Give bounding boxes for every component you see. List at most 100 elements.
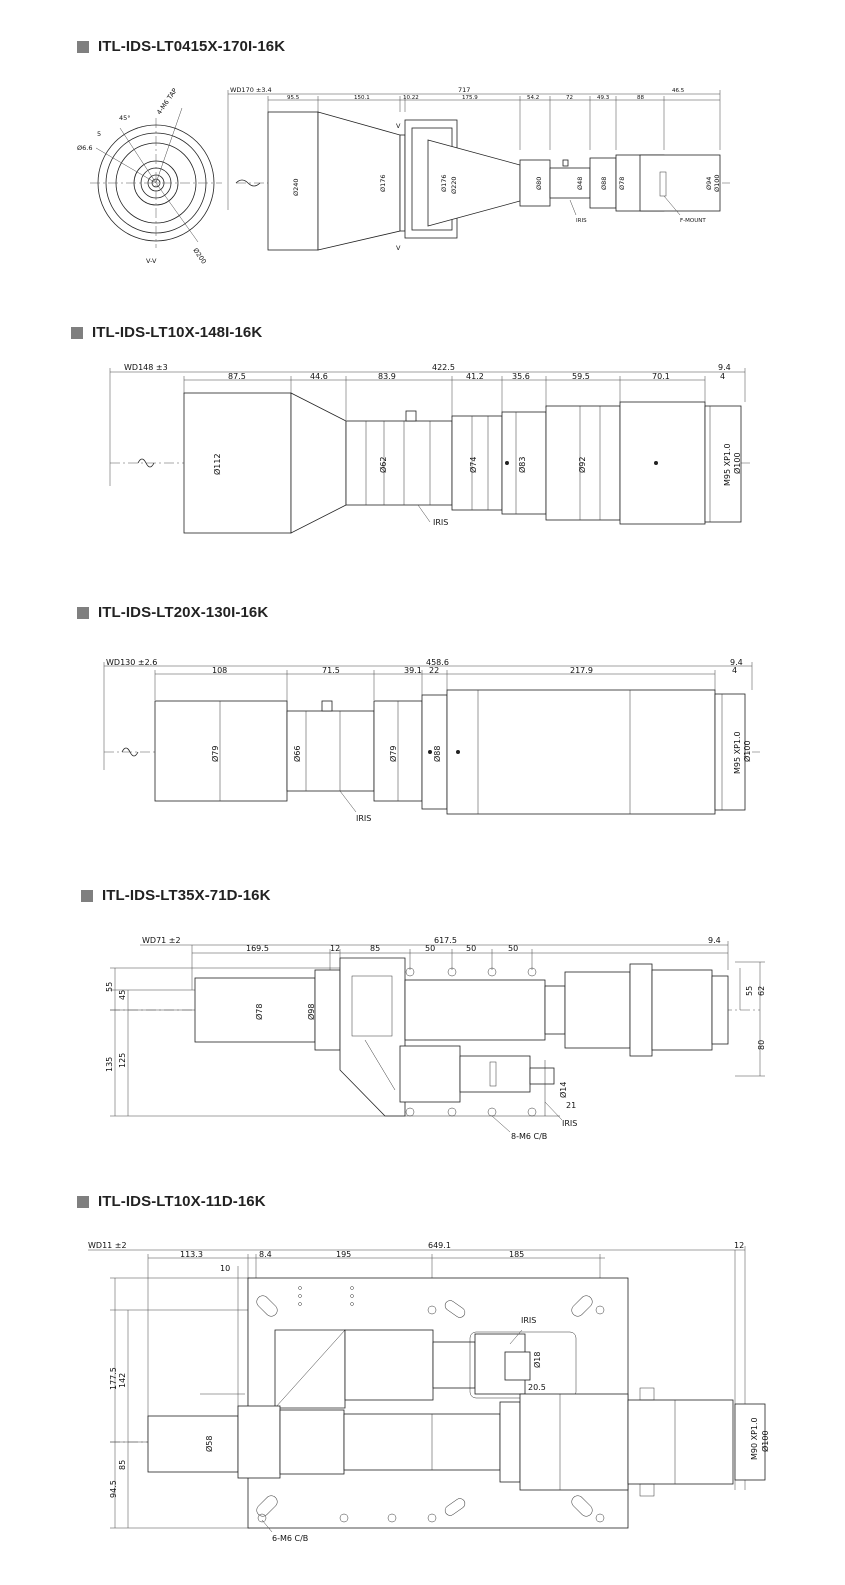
left-dim-label: 94.5 xyxy=(109,1480,118,1498)
diameter-label: Ø78 xyxy=(254,1004,264,1020)
section-title: ITL-IDS-LT10X-11D-16K xyxy=(98,1193,266,1210)
diameter-label: Ø176 xyxy=(440,174,448,192)
segment-label: 59.5 xyxy=(572,372,590,381)
section-view-label: V-V xyxy=(146,257,157,265)
bullet-square-icon xyxy=(77,606,89,619)
section-mark: V xyxy=(396,122,401,130)
segment-label: 175.9 xyxy=(462,95,478,101)
section-title-row: ITL-IDS-LT35X-71D-16K xyxy=(81,887,271,904)
section-mark: V xyxy=(396,244,401,252)
left-dim-label: 177.5 xyxy=(109,1367,118,1390)
segment-label: 39.1 xyxy=(404,666,422,675)
segment-label: 12 xyxy=(330,944,340,953)
segment-label: 54.2 xyxy=(527,95,539,101)
lens-drawing-lt0415x: 45° 4-M6 TAP Ø6.6 5 Ø200 V-V WD170 ±3.4 … xyxy=(77,86,730,266)
diameter-label: Ø240 xyxy=(292,178,300,196)
diameter-label: Ø58 xyxy=(204,1436,214,1452)
diameter-label: Ø98 xyxy=(306,1004,316,1020)
section-title: ITL-IDS-LT0415X-170I-16K xyxy=(98,38,286,55)
total-length-label: 717 xyxy=(458,86,470,94)
segment-label: 88 xyxy=(637,95,644,101)
diameter-label: Ø18 xyxy=(532,1352,542,1368)
lens-drawing-lt10x-11d: WD11 ±2 649.1 12 113.3 10 8.4 195 185 17… xyxy=(88,1241,770,1543)
section-title: ITL-IDS-LT10X-148I-16K xyxy=(92,324,263,341)
thread-label: M95 XP1.0 xyxy=(723,443,732,486)
segment-label: 185 xyxy=(509,1250,524,1259)
diameter-label: Ø74 xyxy=(468,457,478,473)
diameter-label: Ø88 xyxy=(600,177,608,190)
total-length-label: 649.1 xyxy=(428,1241,451,1250)
right-dim-label: 9.4 xyxy=(708,936,721,945)
iris-label: IRIS xyxy=(562,1119,577,1128)
right-dim-label: 9.4 xyxy=(718,363,731,372)
end-diameter-label: Ø100 xyxy=(760,1430,770,1452)
segment-label: 83.9 xyxy=(378,372,396,381)
segment-label: 50 xyxy=(425,944,435,953)
holes-label: 6-M6 C/B xyxy=(272,1534,308,1543)
diameter-label: Ø14 xyxy=(558,1082,568,1098)
section-title: ITL-IDS-LT35X-71D-16K xyxy=(102,887,271,904)
flange-dia-label: Ø200 xyxy=(191,247,208,266)
wd-label: WD71 ±2 xyxy=(142,936,181,945)
wd-label: WD170 ±3.4 xyxy=(230,86,272,94)
right-dim-label: 4 xyxy=(720,372,725,381)
segment-label: 8.4 xyxy=(259,1250,272,1259)
section-view-circle xyxy=(90,107,222,248)
segment-label: 46.5 xyxy=(672,88,685,94)
segment-label: 85 xyxy=(370,944,380,953)
segment-label: 87.5 xyxy=(228,372,246,381)
left-dim-label: 55 xyxy=(105,982,114,992)
right-dim-label: 4 xyxy=(732,666,737,675)
diameter-label: Ø92 xyxy=(577,457,587,473)
diameter-label: Ø79 xyxy=(210,746,220,762)
diameter-label: Ø62 xyxy=(378,457,388,473)
thread-label: M95 XP1.0 xyxy=(733,731,742,774)
lens-drawing-lt35x-71d: WD71 ±2 617.5 9.4 169.5 12 85 50 50 50 5… xyxy=(105,936,766,1141)
right-dim-label: 12 xyxy=(734,1241,744,1250)
end-diameter-label: Ø100 xyxy=(732,452,742,474)
bullet-square-icon xyxy=(81,889,93,902)
diameter-label: Ø94 xyxy=(705,177,713,190)
diameter-label: Ø88 xyxy=(432,746,442,762)
segment-label: 71.5 xyxy=(322,666,340,675)
left-dim-label: 85 xyxy=(118,1460,127,1470)
segment-label: 41.2 xyxy=(466,372,484,381)
segment-label: 35.6 xyxy=(512,372,530,381)
iris-label: IRIS xyxy=(576,218,587,224)
right-vert-label: 62 xyxy=(757,986,766,996)
left-dim-label: 135 xyxy=(105,1057,114,1072)
segment-label: 72 xyxy=(566,95,573,101)
iris-label: IRIS xyxy=(356,814,371,823)
right-vert-label: 55 xyxy=(745,986,754,996)
angle-label: 45° xyxy=(119,114,131,122)
wd-label: WD11 ±2 xyxy=(88,1241,127,1250)
diameter-label: Ø78 xyxy=(618,177,626,190)
segment-label: 49.3 xyxy=(597,95,610,101)
section-title-row: ITL-IDS-LT10X-148I-16K xyxy=(71,324,262,341)
diameter-label: Ø220 xyxy=(450,176,458,194)
num21-label: 21 xyxy=(566,1101,576,1110)
wd-label: WD130 ±2.6 xyxy=(106,658,157,667)
iris-label: IRIS xyxy=(433,518,448,527)
segment-label: 22 xyxy=(429,666,439,675)
num205-label: 20.5 xyxy=(528,1383,546,1392)
left-dim-label: 125 xyxy=(118,1053,127,1068)
section-title-row: ITL-IDS-LT20X-130I-16K xyxy=(77,604,268,621)
segment-label: 50 xyxy=(466,944,476,953)
total-length-label: 617.5 xyxy=(434,936,457,945)
left-dim-label: 45 xyxy=(118,990,127,1000)
segment-label: 50 xyxy=(508,944,518,953)
right-vert-label: 80 xyxy=(757,1040,766,1050)
iris-label: IRIS xyxy=(521,1316,536,1325)
tap-label: 4-M6 TAP xyxy=(155,87,179,116)
segment-label: 217.9 xyxy=(570,666,593,675)
right-dim-label: 9.4 xyxy=(730,658,743,667)
total-length-label: 422.5 xyxy=(432,363,455,372)
segment-label: 10.22 xyxy=(403,95,419,101)
diameter-label: Ø176 xyxy=(379,174,387,192)
segment-label: 108 xyxy=(212,666,227,675)
diameter-label: Ø66 xyxy=(292,746,302,762)
segment-label: 113.3 xyxy=(180,1250,203,1259)
total-length-label: 458.6 xyxy=(426,658,449,667)
end-diameter-label: Ø100 xyxy=(742,740,752,762)
